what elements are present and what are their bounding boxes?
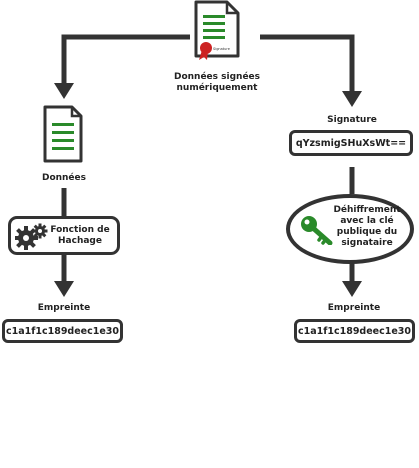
hash-function-label: Fonction de Hachage (50, 225, 110, 246)
data-label: Données (41, 173, 87, 183)
connector-left-branch (61, 34, 190, 85)
key-icon (301, 216, 333, 245)
right-digest-label: Empreinte (327, 303, 381, 313)
hash-function-box: Fonction de Hachage (8, 216, 120, 255)
decryption-ellipse: Déhiffrement avec la clé publique du sig… (286, 194, 414, 264)
data-document-icon (43, 105, 83, 163)
signature-label: Signature (327, 115, 377, 125)
signed-data-label: Données signées numériquement (173, 72, 261, 93)
signed-document-icon: Signature (194, 0, 240, 60)
seal-signature-text: Signature (213, 47, 230, 51)
arrow-to-signature (342, 91, 362, 107)
decryption-label: Déhiffrement avec la clé publique du sig… (333, 205, 401, 248)
gears-icon (15, 223, 48, 250)
right-digest-value: c1a1f1c189deec1e30 (294, 319, 415, 343)
connector-right-branch (260, 34, 355, 93)
left-digest-value: c1a1f1c189deec1e30 (2, 319, 123, 343)
left-digest-label: Empreinte (37, 303, 91, 313)
arrow-to-data-document (54, 83, 74, 99)
signature-value: qYzsmigSHuXsWt== (289, 130, 413, 156)
arrow-to-left-digest (54, 281, 74, 297)
arrow-to-right-digest (342, 281, 362, 297)
